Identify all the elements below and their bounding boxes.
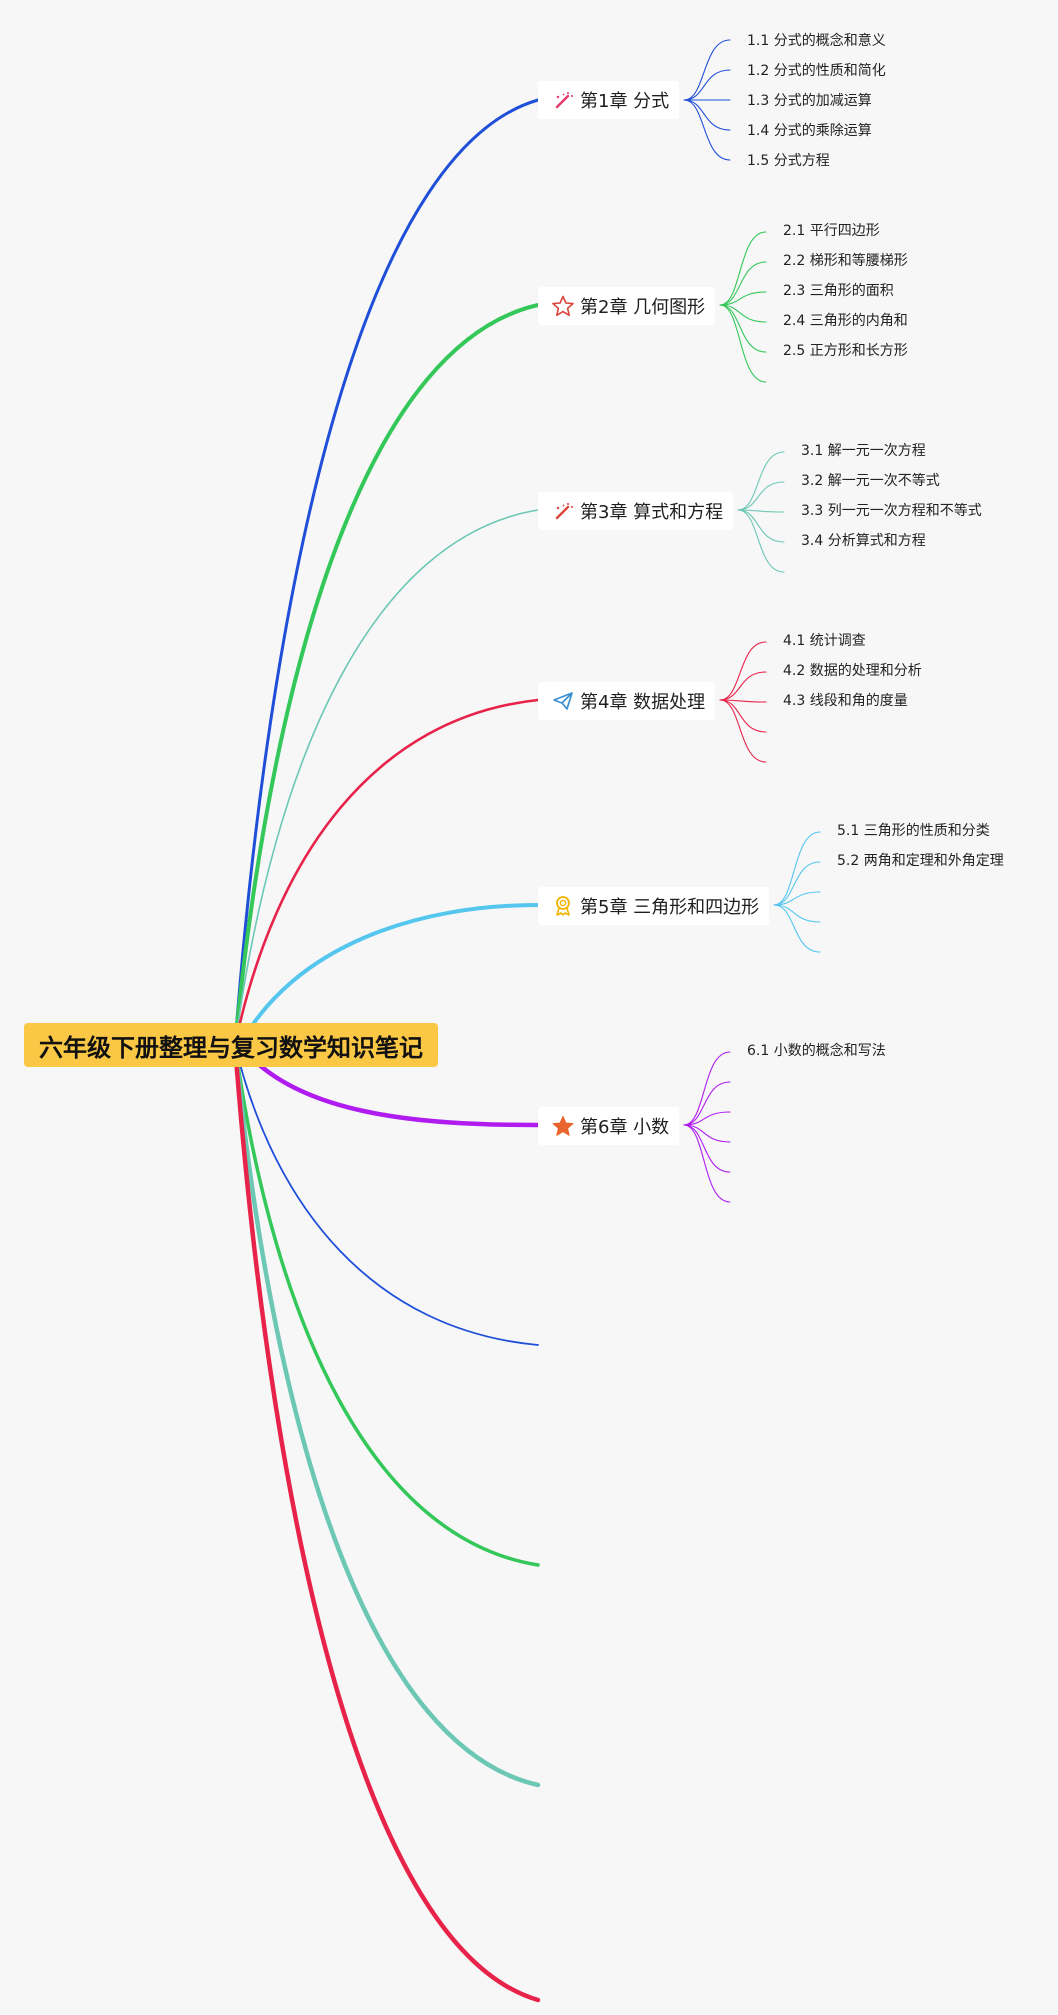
- sub-branch-2-3: [719, 291, 767, 306]
- sub-branch-2-1: [719, 231, 767, 306]
- chapter-2-node[interactable]: 第2章 几何图形: [538, 287, 716, 325]
- branch-line-10: [232, 1042, 541, 2003]
- chapter-4-node[interactable]: 第4章 数据处理: [538, 682, 716, 720]
- sub-branch-6-6: [683, 1124, 731, 1203]
- chapter-1-label: 第1章 分式: [580, 91, 670, 112]
- sub-branch-4-5: [719, 699, 767, 763]
- sub-branch-5-1: [773, 831, 821, 906]
- sub-branch-4-2: [719, 671, 767, 701]
- sub-branch-5-5: [773, 904, 821, 953]
- sub-branch-6-3: [683, 1111, 731, 1126]
- chapter-6-label: 第6章 小数: [580, 1117, 670, 1138]
- topic-2-3[interactable]: 2.3 三角形的面积: [783, 283, 894, 299]
- star-filled-icon: [552, 1115, 574, 1137]
- topic-1-2[interactable]: 1.2 分式的性质和简化: [747, 63, 886, 79]
- chapter-2-label: 第2章 几何图形: [580, 297, 706, 318]
- topic-1-1[interactable]: 1.1 分式的概念和意义: [747, 33, 886, 49]
- chapter-5-node[interactable]: 第5章 三角形和四边形: [538, 887, 770, 925]
- topic-5-1[interactable]: 5.1 三角形的性质和分类: [837, 823, 990, 839]
- topic-2-5[interactable]: 2.5 正方形和长方形: [783, 343, 908, 359]
- branch-line-3: [234, 509, 539, 1046]
- branch-line-8: [233, 1043, 540, 1567]
- root-topic[interactable]: 六年级下册整理与复习数学知识笔记: [24, 1023, 438, 1067]
- sub-branch-1-1: [683, 39, 731, 101]
- topic-3-1[interactable]: 3.1 解一元一次方程: [801, 443, 926, 459]
- chapter-3-label: 第3章 算式和方程: [580, 502, 724, 523]
- topic-2-1[interactable]: 2.1 平行四边形: [783, 223, 880, 239]
- topic-3-4[interactable]: 3.4 分析算式和方程: [801, 533, 926, 549]
- sub-branch-4-4: [719, 699, 767, 733]
- root-title: 六年级下册整理与复习数学知识笔记: [39, 1033, 423, 1062]
- topic-3-2[interactable]: 3.2 解一元一次不等式: [801, 473, 940, 489]
- topic-1-3[interactable]: 1.3 分式的加减运算: [747, 93, 872, 109]
- sub-branch-3-5: [737, 509, 785, 573]
- chapter-5-label: 第5章 三角形和四边形: [580, 897, 760, 918]
- sub-branch-6-5: [683, 1124, 731, 1173]
- award-badge-icon: [552, 895, 574, 917]
- topic-4-1[interactable]: 4.1 统计调查: [783, 633, 866, 649]
- sub-branch-5-4: [773, 904, 821, 923]
- sub-branch-3-2: [737, 481, 785, 511]
- topic-4-3[interactable]: 4.3 线段和角的度量: [783, 693, 908, 709]
- sub-branch-1-5: [683, 99, 731, 161]
- magic-wand-icon: [552, 89, 574, 111]
- sub-branch-6-2: [683, 1081, 731, 1126]
- topic-3-3[interactable]: 3.3 列一元一次方程和不等式: [801, 503, 982, 519]
- chapter-6-node[interactable]: 第6章 小数: [538, 1107, 680, 1145]
- branch-line-1: [233, 98, 540, 1047]
- branch-line-7: [234, 1044, 539, 1346]
- topic-4-2[interactable]: 4.2 数据的处理和分析: [783, 663, 922, 679]
- sub-branch-5-3: [773, 891, 821, 906]
- topic-5-2[interactable]: 5.2 两角和定理和外角定理: [837, 853, 1004, 869]
- branch-line-9: [232, 1042, 541, 1788]
- branch-line-5: [238, 903, 540, 1047]
- sub-branch-1-2: [683, 69, 731, 101]
- sub-branch-3-1: [737, 451, 785, 511]
- sub-branch-6-1: [683, 1051, 731, 1126]
- sub-branch-2-6: [719, 304, 767, 383]
- topic-1-5[interactable]: 1.5 分式方程: [747, 153, 830, 169]
- branch-line-4: [233, 698, 540, 1047]
- sub-branch-2-4: [719, 304, 767, 323]
- branch-line-6: [237, 1042, 541, 1128]
- chapter-1-node[interactable]: 第1章 分式: [538, 81, 680, 119]
- chapter-4-label: 第4章 数据处理: [580, 692, 706, 713]
- topic-1-4[interactable]: 1.4 分式的乘除运算: [747, 123, 872, 139]
- topic-2-4[interactable]: 2.4 三角形的内角和: [783, 313, 908, 329]
- magic-wand-icon: [552, 500, 574, 522]
- sub-branch-6-4: [683, 1124, 731, 1143]
- sub-branch-2-5: [719, 304, 767, 353]
- branch-line-2: [233, 303, 540, 1047]
- paper-plane-icon: [552, 690, 574, 712]
- sub-branch-3-4: [737, 509, 785, 543]
- sub-branch-1-4: [683, 99, 731, 131]
- sub-branch-2-2: [719, 261, 767, 306]
- topic-6-1[interactable]: 6.1 小数的概念和写法: [747, 1043, 886, 1059]
- sub-branch-5-2: [773, 861, 821, 906]
- topic-2-2[interactable]: 2.2 梯形和等腰梯形: [783, 253, 908, 269]
- chapter-3-node[interactable]: 第3章 算式和方程: [538, 492, 734, 530]
- sub-branch-4-1: [719, 641, 767, 701]
- star-outline-icon: [552, 295, 574, 317]
